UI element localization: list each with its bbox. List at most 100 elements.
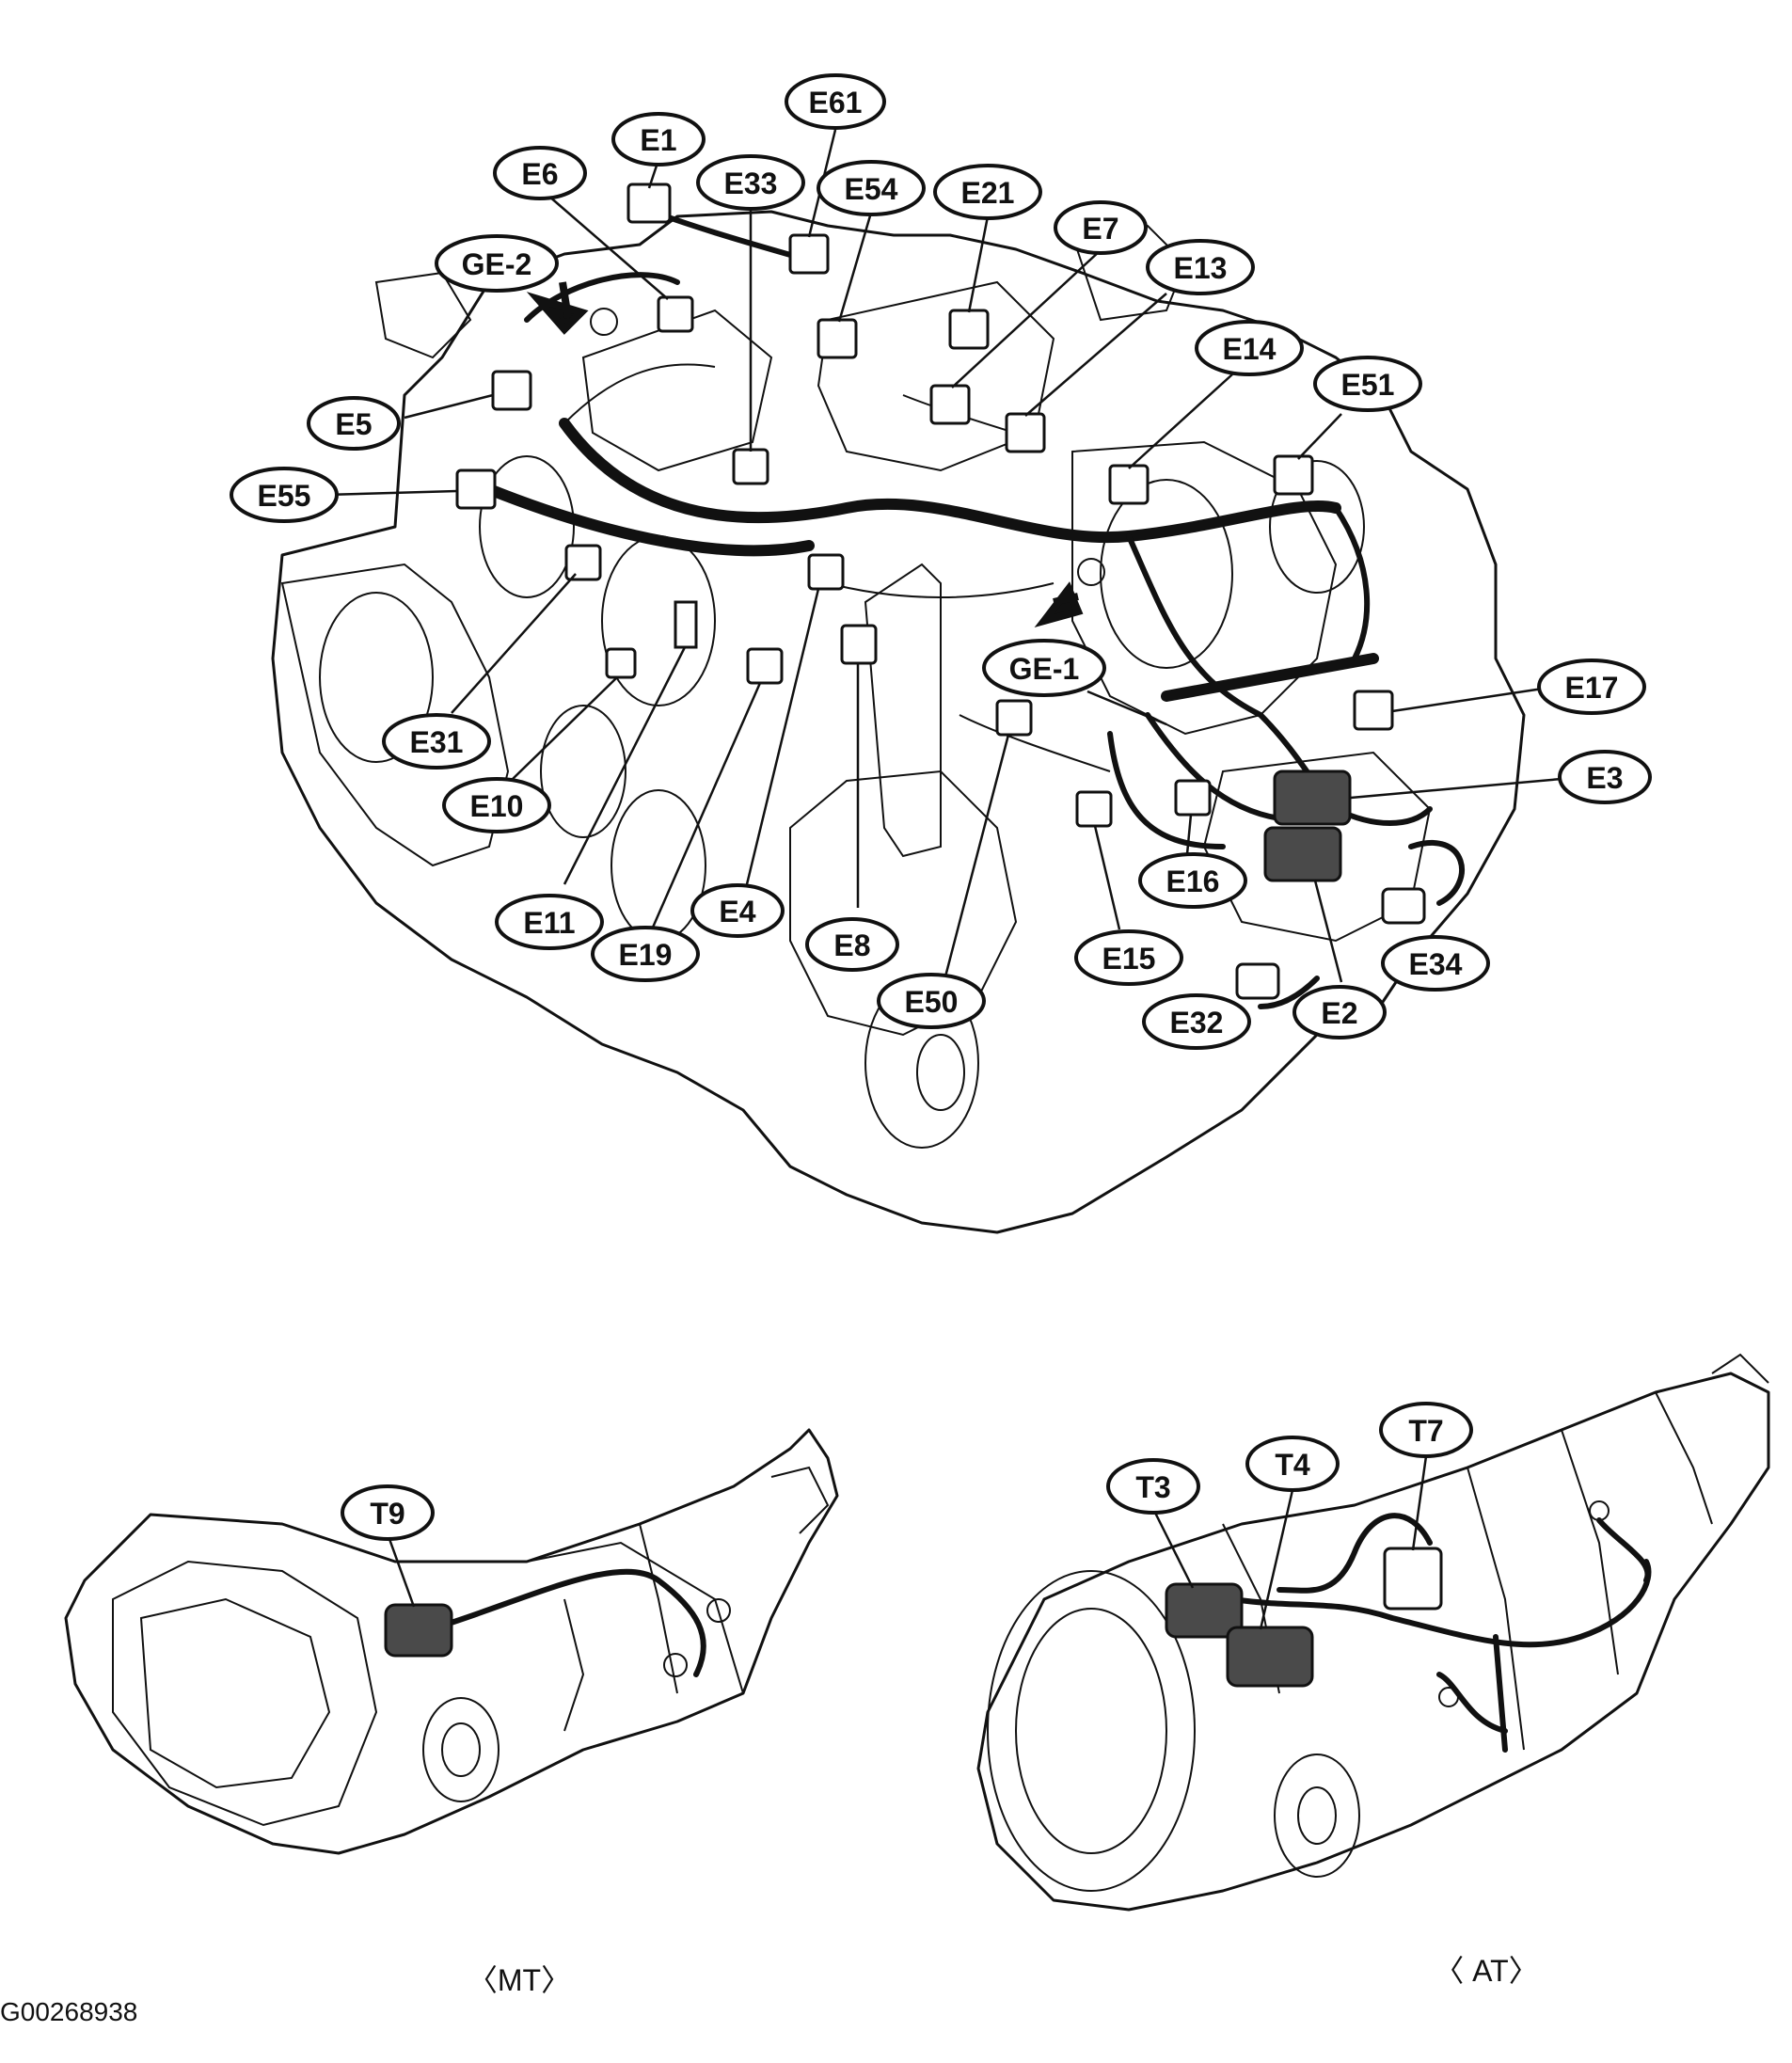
connector-e33 <box>732 448 769 485</box>
callout-e32: E32 <box>1142 993 1251 1050</box>
svg-text:T9: T9 <box>370 1497 404 1531</box>
callout-e33: E33 <box>696 154 805 211</box>
callout-e19: E19 <box>591 926 700 982</box>
svg-text:E32: E32 <box>1170 1006 1224 1039</box>
svg-text:E7: E7 <box>1082 212 1118 246</box>
connector-e10 <box>605 647 637 679</box>
callout-e4: E4 <box>690 883 785 938</box>
engine-callouts: E1 E61 E6 E33 E54 E21 E7 GE-2 E13 E14 E5… <box>230 73 1652 1050</box>
connector-e34 <box>1381 887 1426 925</box>
svg-text:T7: T7 <box>1408 1414 1443 1448</box>
callout-e16: E16 <box>1138 852 1247 909</box>
callout-e8: E8 <box>805 917 899 972</box>
svg-text:E13: E13 <box>1174 251 1228 285</box>
callout-e10: E10 <box>442 777 551 833</box>
connector-e8 <box>840 624 878 665</box>
connector-e21 <box>948 309 990 350</box>
callout-e2: E2 <box>1292 985 1387 1039</box>
connector-e55 <box>455 468 497 510</box>
callout-t3: T3 <box>1106 1458 1200 1515</box>
callout-ge1: GE-1 <box>982 639 1106 697</box>
callout-e17: E17 <box>1537 659 1646 715</box>
connector-t7 <box>1383 1547 1443 1611</box>
callout-e21: E21 <box>933 164 1042 220</box>
mt-harness <box>384 1568 731 1677</box>
connector-e1 <box>626 182 672 224</box>
ground-terminal-ge1 <box>1077 558 1105 586</box>
callout-e11: E11 <box>495 894 604 950</box>
svg-text:E10: E10 <box>470 789 524 823</box>
connector-e7 <box>929 384 971 425</box>
connector-e13 <box>1005 412 1046 453</box>
svg-text:E15: E15 <box>1102 942 1156 976</box>
svg-text:E55: E55 <box>258 479 311 513</box>
svg-text:E17: E17 <box>1565 671 1619 705</box>
callout-e55: E55 <box>230 467 339 523</box>
svg-text:E50: E50 <box>905 985 959 1019</box>
at-callouts: T3 T4 T7 <box>1106 1402 1473 1630</box>
connector-e50 <box>995 699 1033 737</box>
engine-leader-lines <box>325 129 1562 983</box>
svg-text:E21: E21 <box>961 176 1015 210</box>
engine-harness <box>484 204 1465 1009</box>
svg-text:GE-2: GE-2 <box>462 247 532 281</box>
connector-e4 <box>807 553 845 591</box>
mt-transmission-illustration <box>64 1428 839 1855</box>
svg-text:E19: E19 <box>619 938 673 972</box>
at-harness <box>1165 1500 1652 1753</box>
svg-text:E33: E33 <box>724 167 778 200</box>
svg-text:E61: E61 <box>809 86 863 119</box>
connector-e15 <box>1075 790 1113 828</box>
connector-e17 <box>1353 690 1394 731</box>
callout-t7: T7 <box>1379 1402 1473 1458</box>
at-caption: 〈 AT〉 <box>1434 1954 1538 1988</box>
svg-text:E3: E3 <box>1586 761 1623 795</box>
callout-e6: E6 <box>493 146 587 200</box>
connector-e5 <box>491 370 532 411</box>
connector-t9 <box>384 1603 453 1658</box>
svg-text:T3: T3 <box>1135 1470 1170 1504</box>
connector-e11 <box>674 600 698 649</box>
callout-e54: E54 <box>817 160 926 216</box>
svg-text:E54: E54 <box>845 172 898 206</box>
callout-e31: E31 <box>382 713 491 770</box>
engine-connectors <box>455 182 1426 1000</box>
connector-e14 <box>1108 464 1150 505</box>
connector-e6 <box>657 295 694 333</box>
svg-text:E4: E4 <box>719 895 755 928</box>
callout-e7: E7 <box>1054 200 1148 255</box>
figure-id: G00268938 <box>0 1997 137 2026</box>
callout-e14: E14 <box>1195 320 1304 376</box>
callout-t4: T4 <box>1245 1436 1340 1492</box>
svg-text:E31: E31 <box>410 725 464 759</box>
connector-e32 <box>1235 962 1280 1000</box>
callout-e1: E1 <box>611 112 706 167</box>
svg-text:E6: E6 <box>521 157 558 191</box>
callout-e5: E5 <box>307 396 401 451</box>
svg-text:E14: E14 <box>1223 332 1277 366</box>
connector-e16 <box>1174 779 1212 817</box>
connector-e61 <box>788 233 830 275</box>
at-transmission-illustration <box>976 1353 1770 1912</box>
svg-text:E1: E1 <box>640 123 676 157</box>
callout-e50: E50 <box>877 973 986 1029</box>
connector-e19 <box>746 647 784 685</box>
engine-illustration <box>271 210 1526 1234</box>
svg-text:E8: E8 <box>833 928 870 962</box>
callout-e15: E15 <box>1074 929 1183 986</box>
callout-ge2: GE-2 <box>435 234 559 293</box>
callout-e13: E13 <box>1146 239 1255 295</box>
connector-e3 <box>1273 770 1352 826</box>
arrow-ge2-icon <box>526 281 589 335</box>
svg-text:E51: E51 <box>1341 368 1395 402</box>
svg-text:T4: T4 <box>1275 1448 1310 1482</box>
arrow-ge1-icon <box>1034 581 1084 628</box>
connector-e54 <box>817 318 858 359</box>
connector-t4 <box>1226 1626 1314 1688</box>
callout-e34: E34 <box>1381 935 1490 992</box>
connector-e2 <box>1263 826 1342 882</box>
svg-text:E16: E16 <box>1166 865 1220 898</box>
connector-e51 <box>1273 454 1314 496</box>
mt-callouts: T9 <box>341 1484 435 1608</box>
